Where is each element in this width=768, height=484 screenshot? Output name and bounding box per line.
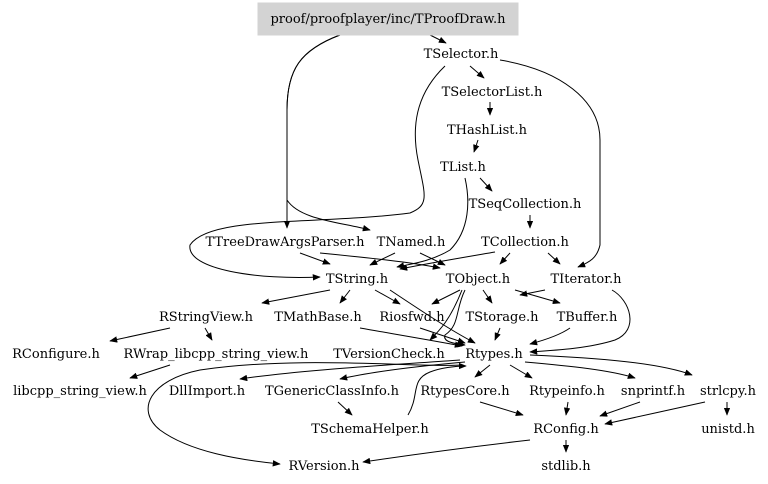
edge-tschemahelper-rtypes <box>407 362 467 416</box>
edge-titerator-rtypes <box>529 289 631 355</box>
edge-tcollection-tobject <box>499 252 511 265</box>
edge-tmathbase-rtypes <box>359 327 463 348</box>
edge-strlcpy-rconfig <box>604 401 706 426</box>
node-unistd: unistd.h <box>701 422 755 437</box>
edge-tstring-rstringview <box>261 289 331 305</box>
node-strlcpy: strlcpy.h <box>700 384 757 399</box>
edge-tcollection-tstring <box>399 251 496 271</box>
edge-rtypes-rversion <box>147 362 463 467</box>
node-rconfig: RConfig.h <box>533 422 599 437</box>
edge-tnamed-tobject <box>419 252 446 266</box>
edge-tstring-rtypes <box>389 289 476 344</box>
node-tselectorlist: TSelectorList.h <box>442 85 543 100</box>
node-riosfwd: Riosfwd.h <box>379 310 445 325</box>
node-tproofdraw: proof/proofplayer/inc/TProofDraw.h <box>270 12 506 27</box>
edge-ttreedraw-tstring <box>299 252 331 265</box>
edge-rwrap-libcpp <box>129 364 171 379</box>
node-rtypeinfo: Rtypeinfo.h <box>529 384 605 399</box>
edge-tnamed-tstring <box>369 252 396 266</box>
edges <box>109 34 731 467</box>
node-rconfigure: RConfigure.h <box>12 347 100 362</box>
edge-tselector-tstring <box>189 65 446 281</box>
node-tstring: TString.h <box>326 272 389 287</box>
edge-ttreedraw-tobject <box>319 252 441 270</box>
node-libcpp: libcpp_string_view.h <box>13 384 147 399</box>
node-rstringview: RStringView.h <box>159 310 254 325</box>
edge-rtypes-tgenericclassinfo <box>339 361 466 381</box>
node-thashlist: THashList.h <box>447 123 528 138</box>
edge-tstring-riosfwd <box>374 289 401 305</box>
node-tnamed: TNamed.h <box>377 235 446 250</box>
edge-tobject-rtypes <box>444 289 466 348</box>
node-tcollection: TCollection.h <box>481 235 569 250</box>
edge-snprintf-rconfig <box>599 401 641 417</box>
root-node-box <box>257 2 519 36</box>
edge-tproofdraw-tnamed <box>286 34 371 232</box>
node-stdlib: stdlib.h <box>541 459 591 474</box>
edge-tlist-tstring <box>396 177 469 269</box>
edge-tbuffer-rtypes <box>529 327 571 346</box>
edge-tlist-tseqcollection <box>479 177 493 192</box>
edge-tobject-tstorage <box>482 289 493 304</box>
edge-rtypes-rtypescore <box>474 364 491 378</box>
node-tstorage: TStorage.h <box>465 310 539 325</box>
edge-thashlist-tlist <box>473 139 480 153</box>
node-rwrap: RWrap_libcpp_string_view.h <box>124 347 310 362</box>
node-tbuffer: TBuffer.h <box>557 310 618 325</box>
edge-tstring-tmathbase <box>339 289 351 304</box>
edge-rstringview-rconfigure <box>109 327 171 343</box>
node-tseqcollection: TSeqCollection.h <box>469 197 582 212</box>
edge-tselector-titerator <box>499 59 601 268</box>
node-tobject: TObject.h <box>446 272 511 287</box>
edge-tobject-tversioncheck <box>429 289 463 341</box>
edge-rtypescore-rconfig <box>479 401 524 416</box>
edge-rtypes-snprintf <box>524 361 636 379</box>
node-rtypescore: RtypesCore.h <box>420 384 510 399</box>
edge-tobject-riosfwd <box>431 289 461 305</box>
node-rtypes: Rtypes.h <box>465 347 523 362</box>
edge-tcollection-titerator <box>547 252 561 265</box>
node-tlist: TList.h <box>440 160 486 175</box>
edge-rtypes-rtypeinfo <box>509 364 533 379</box>
node-tschemahelper: TSchemaHelper.h <box>311 422 429 437</box>
edge-tselector-tselectorlist <box>469 65 485 79</box>
node-rversion: RVersion.h <box>289 459 361 474</box>
edge-tstorage-rtypes <box>494 327 501 341</box>
edge-rstringview-rwrap <box>204 327 213 341</box>
nodes: proof/proofplayer/inc/TProofDraw.h TSele… <box>12 2 757 474</box>
edge-riosfwd-rtypes <box>419 327 466 344</box>
node-tmathbase: TMathBase.h <box>274 310 362 325</box>
edge-rtypes-dllimport <box>239 359 461 382</box>
edge-rtypeinfo-rconfig <box>563 401 571 416</box>
node-snprintf: snprintf.h <box>621 384 686 399</box>
edge-tproofdraw-ttreedrawargsparser <box>283 34 341 229</box>
edge-tgenericclassinfo-tschemahelper <box>337 401 353 416</box>
node-titerator: TIterator.h <box>550 272 622 287</box>
node-tversioncheck: TVersionCheck.h <box>333 347 445 362</box>
node-tselector: TSelector.h <box>424 47 499 62</box>
edge-tproofdraw-tselector <box>429 34 447 44</box>
node-tgenericclassinfo: TGenericClassInfo.h <box>265 384 400 399</box>
node-ttreedrawargsparser: TTreeDrawArgsParser.h <box>205 235 365 250</box>
edge-rconfig-rversion <box>362 439 531 465</box>
edge-rtypes-strlcpy <box>529 354 693 376</box>
node-dllimport: DllImport.h <box>169 384 246 399</box>
edge-titerator-tobject <box>519 289 546 297</box>
